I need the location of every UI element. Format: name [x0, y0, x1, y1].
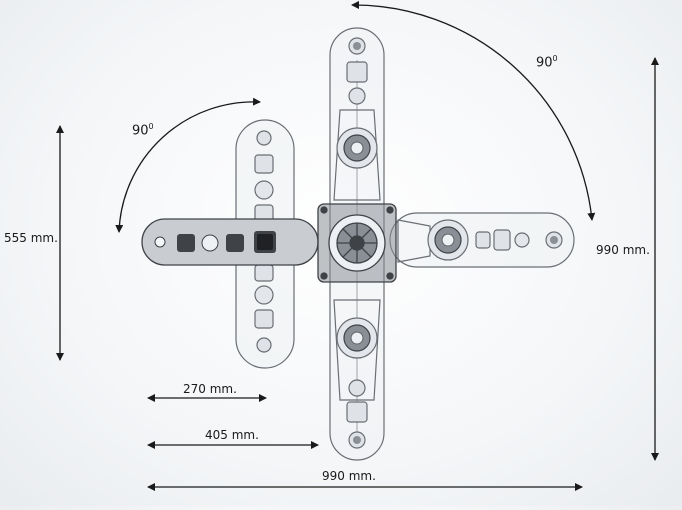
mid-width-label: 405 mm.	[205, 428, 259, 442]
right-rotation-arc	[351, 0, 596, 221]
dark-horizontal-arm	[141, 218, 319, 266]
full-width-label: 990 mm.	[322, 469, 376, 483]
left-angle-label: 900	[132, 122, 154, 138]
short-width-label: 270 mm.	[183, 382, 237, 396]
left-rotation-arc	[115, 97, 261, 233]
right-height-label: 990 mm.	[596, 243, 650, 257]
left-height-label: 555 mm.	[4, 231, 58, 245]
right-angle-superscript: 0	[552, 54, 558, 63]
right-horizontal-arm	[389, 212, 575, 268]
right-angle-value: 90	[536, 55, 553, 71]
left-angle-superscript: 0	[148, 122, 154, 131]
left-angle-value: 90	[132, 123, 149, 139]
central-hub	[317, 203, 397, 283]
right-angle-label: 900	[536, 54, 558, 70]
